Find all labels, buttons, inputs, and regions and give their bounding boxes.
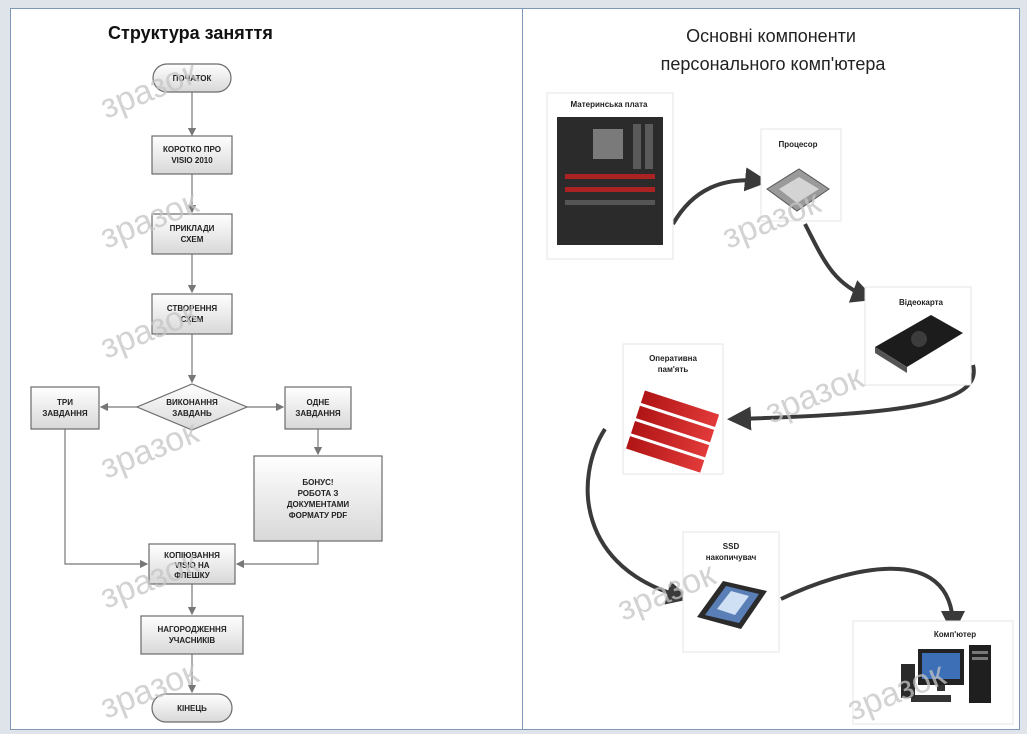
ssd-component: SSD накопичувач: [682, 531, 780, 653]
three-tasks-label-1: ТРИ: [57, 398, 73, 407]
one-task-label-2: ЗАВДАННЯ: [295, 409, 340, 418]
ssd-label-2: накопичувач: [706, 553, 757, 562]
pc-label: Комп'ютер: [934, 630, 976, 639]
intro-label-1: КОРОТКО ПРО: [163, 145, 221, 154]
award-label-2: УЧАСНИКІВ: [169, 636, 216, 645]
examples-node: ПРИКЛАДИ СХЕМ: [151, 213, 233, 255]
examples-label-2: СХЕМ: [181, 235, 204, 244]
bonus-node: БОНУС! РОБОТА З ДОКУМЕНТАМИ ФОРМАТУ PDF: [253, 455, 383, 542]
decision-node: ВИКОНАННЯ ЗАВДАНЬ: [135, 383, 249, 431]
watermark: зразок: [760, 358, 870, 432]
watermark: зразок: [95, 293, 205, 367]
flow-connectors: [64, 92, 323, 694]
gpu-label: Відеокарта: [899, 298, 944, 307]
flowchart: Структура заняття ПОЧАТОК: [30, 23, 383, 726]
copy-label-3: ФЛЕШКУ: [174, 571, 211, 580]
right-title-line2: персонального комп'ютера: [661, 54, 887, 74]
components-diagram: Основні компоненти персонального комп'ют…: [546, 26, 1014, 728]
intro-label-2: VISIO 2010: [171, 156, 213, 165]
ram-label-1: Оперативна: [649, 354, 697, 363]
pc-icon: [901, 645, 991, 703]
gpu-component: Відеокарта: [864, 286, 972, 386]
copy-node: КОПІЮВАННЯ VISIO НА ФЛЕШКУ: [148, 543, 236, 585]
copy-label-2: VISIO НА: [174, 561, 209, 570]
right-title-line1: Основні компоненти: [686, 26, 856, 46]
ram-label-2: пам'ять: [658, 365, 689, 374]
left-title: Структура заняття: [108, 23, 273, 43]
motherboard-component: Материнська плата: [546, 92, 674, 260]
watermark: зразок: [95, 53, 205, 127]
award-label-1: НАГОРОДЖЕННЯ: [157, 625, 226, 634]
slide-frame: Структура заняття ПОЧАТОК: [10, 8, 1020, 730]
cpu-component: Процесор: [760, 128, 842, 222]
decision-label-1: ВИКОНАННЯ: [166, 398, 218, 407]
intro-node: КОРОТКО ПРО VISIO 2010: [151, 135, 233, 175]
pc-component: Комп'ютер: [852, 620, 1014, 725]
lesson-structure-panel: Структура заняття ПОЧАТОК: [11, 9, 522, 729]
component-flow-arrows: [585, 167, 976, 635]
cpu-label: Процесор: [778, 140, 817, 149]
decision-label-2: ЗАВДАНЬ: [172, 409, 212, 418]
pc-components-panel: Основні компоненти персонального комп'ют…: [523, 9, 1019, 729]
end-node: КІНЕЦЬ: [151, 693, 233, 723]
watermark: зразок: [95, 413, 205, 487]
three-tasks-label-2: ЗАВДАННЯ: [42, 409, 87, 418]
bonus-label-2: РОБОТА З: [298, 489, 339, 498]
award-node: НАГОРОДЖЕННЯ УЧАСНИКІВ: [140, 615, 244, 655]
start-label: ПОЧАТОК: [173, 74, 212, 83]
ssd-label-1: SSD: [723, 542, 740, 551]
create-label-1: СТВОРЕННЯ: [167, 304, 217, 313]
examples-label-1: ПРИКЛАДИ: [170, 224, 215, 233]
ram-component: Оперативна пам'ять: [622, 343, 724, 475]
bonus-label-1: БОНУС!: [302, 478, 333, 487]
bonus-label-4: ФОРМАТУ PDF: [289, 511, 348, 520]
three-tasks-node: ТРИ ЗАВДАННЯ: [30, 386, 100, 430]
one-task-node: ОДНЕ ЗАВДАННЯ: [284, 386, 352, 430]
start-node: ПОЧАТОК: [152, 63, 232, 93]
create-node: СТВОРЕННЯ СХЕМ: [151, 293, 233, 335]
one-task-label-1: ОДНЕ: [307, 398, 331, 407]
end-label: КІНЕЦЬ: [177, 704, 207, 713]
panel-divider: [522, 9, 523, 729]
create-label-2: СХЕМ: [181, 315, 204, 324]
ram-icon: [626, 390, 720, 473]
copy-label-1: КОПІЮВАННЯ: [164, 551, 220, 560]
bonus-label-3: ДОКУМЕНТАМИ: [287, 500, 350, 509]
motherboard-label: Материнська плата: [571, 100, 649, 109]
